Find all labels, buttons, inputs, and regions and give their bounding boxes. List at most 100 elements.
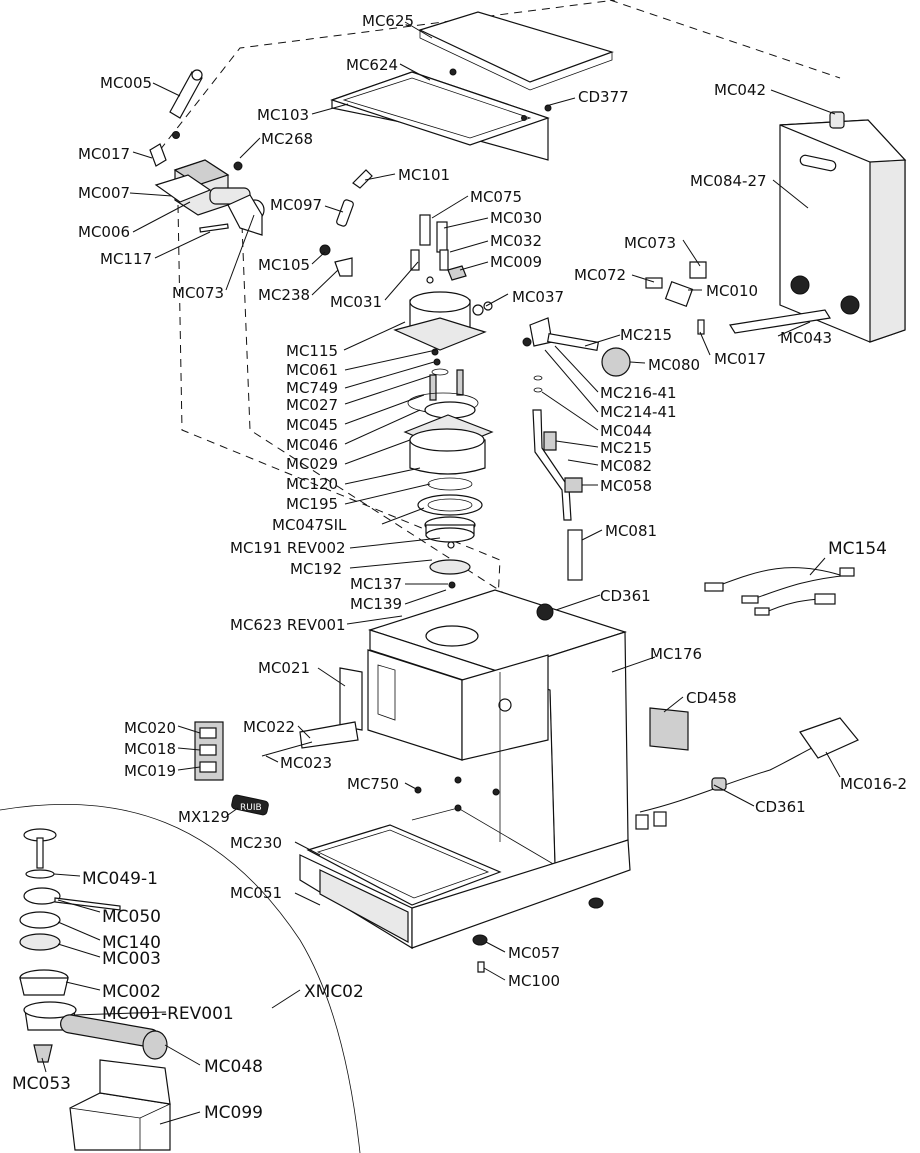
steam-wand	[532, 375, 583, 581]
label-mx129: MX129	[178, 808, 230, 826]
label-mc058: MC058	[600, 477, 652, 495]
label-mc021: MC021	[258, 659, 310, 677]
accessories-xmc02	[0, 803, 361, 1153]
label-mc046: MC046	[286, 436, 338, 454]
label-cd361-a: CD361	[600, 587, 651, 605]
label-mc073-b: MC073	[624, 234, 676, 252]
label-mc075: MC075	[470, 188, 522, 206]
label-mc073-a: MC073	[172, 284, 224, 302]
drip-tray-mc051	[299, 824, 631, 973]
label-mc017-a: MC017	[78, 145, 130, 163]
label-mc215-a: MC215	[620, 326, 672, 344]
label-mc027: MC027	[286, 396, 338, 414]
label-mc029: MC029	[286, 455, 338, 473]
label-mc103: MC103	[257, 106, 309, 124]
label-mc030: MC030	[490, 209, 542, 227]
label-mc623: MC623 REV001	[230, 616, 346, 634]
label-cd458	[649, 707, 689, 751]
label-cd377: CD377	[578, 88, 629, 106]
part-labels: MC625 MC624 CD377 MC103 MC005 MC268 MC01…	[12, 12, 907, 1123]
label-mc048: MC048	[204, 1057, 263, 1077]
label-mc023: MC023	[280, 754, 332, 772]
top-cover-plate-mc625	[418, 11, 614, 91]
label-mc017-b: MC017	[714, 350, 766, 368]
label-mc031: MC031	[330, 293, 382, 311]
label-mc007: MC007	[78, 184, 130, 202]
label-mc238: MC238	[258, 286, 310, 304]
label-mc020: MC020	[124, 719, 176, 737]
label-mc115: MC115	[286, 342, 338, 360]
water-tank-mc084	[729, 111, 907, 343]
label-mc022: MC022	[243, 718, 295, 736]
label-mc139: MC139	[350, 595, 402, 613]
label-mc019: MC019	[124, 762, 176, 780]
label-mc047sil: MC047SIL	[272, 516, 347, 534]
label-mc099: MC099	[204, 1103, 263, 1123]
label-mc230: MC230	[230, 834, 282, 852]
label-mc214-41: MC214-41	[600, 403, 677, 421]
label-mc100: MC100	[508, 972, 560, 990]
mx129-stamp-text: RUIB	[240, 803, 262, 813]
label-mc215-b: MC215	[600, 439, 652, 457]
label-cd361-b: CD361	[755, 798, 806, 816]
label-mc105: MC105	[258, 256, 310, 274]
label-mc057: MC057	[508, 944, 560, 962]
label-mc051: MC051	[230, 884, 282, 902]
label-mc176: MC176	[650, 645, 702, 663]
pipe-mc005	[149, 69, 203, 167]
label-mc625: MC625	[362, 12, 414, 30]
power-cord-mc016	[635, 717, 859, 830]
label-mc044: MC044	[600, 422, 652, 440]
label-mc750: MC750	[347, 775, 399, 793]
pump-mc007	[154, 159, 265, 236]
label-mc084-27: MC084-27	[690, 172, 767, 190]
label-mc080: MC080	[648, 356, 700, 374]
label-mc192: MC192	[290, 560, 342, 578]
label-mc191: MC191 REV002	[230, 539, 346, 557]
label-mc082: MC082	[600, 457, 652, 475]
label-mc117: MC117	[100, 250, 152, 268]
label-mc043: MC043	[780, 329, 832, 347]
leader-lines	[41, 21, 841, 1125]
boiler-assembly	[319, 169, 487, 356]
label-mc101: MC101	[398, 166, 450, 184]
cup-tray-mc103	[330, 68, 552, 161]
label-mc049-1: MC049-1	[82, 869, 158, 889]
label-mc216-41: MC216-41	[600, 384, 677, 402]
label-cd458: CD458	[686, 689, 737, 707]
label-mc010: MC010	[706, 282, 758, 300]
label-mc081: MC081	[605, 522, 657, 540]
label-mc045: MC045	[286, 416, 338, 434]
label-mc005: MC005	[100, 74, 152, 92]
label-mc003: MC003	[102, 949, 161, 969]
label-mc137: MC137	[350, 575, 402, 593]
label-mc749: MC749	[286, 379, 338, 397]
label-mc042: MC042	[714, 81, 766, 99]
label-mc097: MC097	[270, 196, 322, 214]
label-mc140: MC140	[102, 933, 161, 953]
switch-components: RUIB	[194, 667, 363, 816]
group-head	[403, 358, 494, 589]
label-mc018: MC018	[124, 740, 176, 758]
label-mc120: MC120	[286, 475, 338, 493]
chassis-mc176	[367, 589, 629, 866]
label-mc154: MC154	[828, 539, 887, 559]
label-mc072: MC072	[574, 266, 626, 284]
label-mc195: MC195	[286, 495, 338, 513]
label-mc006: MC006	[78, 223, 130, 241]
label-mc002: MC002	[102, 982, 161, 1002]
label-xmc02: XMC02	[304, 982, 364, 1002]
label-mc061: MC061	[286, 361, 338, 379]
label-mc016-2: MC016-2	[840, 775, 907, 793]
wiring-harness-mc154	[704, 567, 855, 616]
label-mc037: MC037	[512, 288, 564, 306]
label-mc001: MC001-REV001	[102, 1004, 234, 1024]
label-mc050: MC050	[102, 907, 161, 927]
label-mc009: MC009	[490, 253, 542, 271]
label-mc624: MC624	[346, 56, 398, 74]
steam-valve	[483, 261, 707, 377]
label-mc032: MC032	[490, 232, 542, 250]
label-mc053: MC053	[12, 1074, 71, 1094]
label-mc268: MC268	[261, 130, 313, 148]
